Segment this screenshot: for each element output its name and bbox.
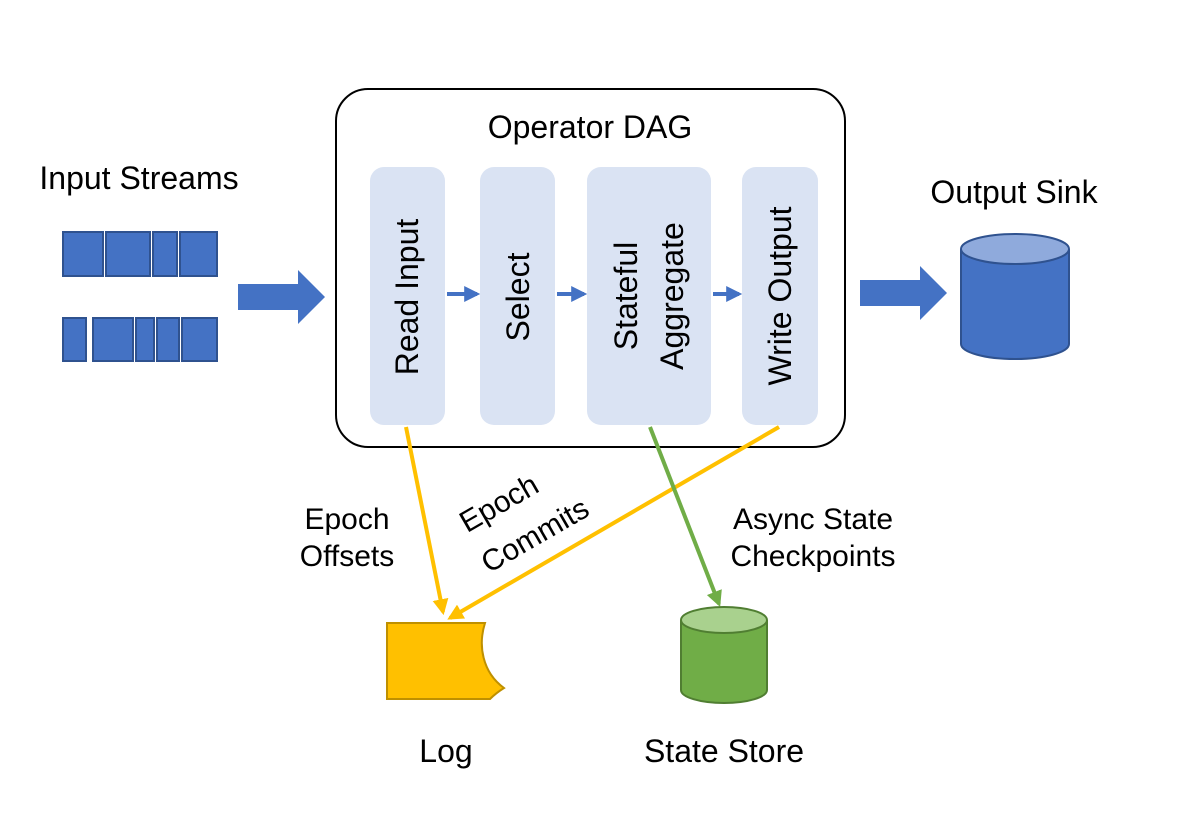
operator-stateful-aggregate: [587, 167, 711, 425]
stream-record: [62, 317, 87, 362]
output-arrow-icon: [860, 266, 947, 320]
aggregate-label: Aggregate: [654, 222, 690, 370]
read-input-label: Read Input: [389, 219, 425, 376]
input-stream-1: [62, 231, 218, 277]
stream-record: [135, 317, 155, 362]
epoch-offsets-label-line2: Offsets: [300, 540, 394, 573]
operator-dag-title: Operator DAG: [488, 109, 693, 145]
input-arrow-icon: [238, 270, 325, 324]
async-checkpoint-arrow: [648, 426, 722, 607]
input-streams-label: Input Streams: [39, 160, 238, 196]
stream-record: [179, 231, 218, 277]
state-store-cylinder-icon: [680, 606, 768, 704]
select-label: Select: [500, 252, 536, 341]
stream-record: [62, 231, 104, 277]
output-sink-cylinder-icon: [960, 233, 1070, 360]
operator-select: [480, 167, 555, 425]
stateful-label: Stateful: [608, 242, 644, 351]
async-state-label-line2: Checkpoints: [730, 540, 895, 573]
epoch-offsets-label-line1: Epoch: [304, 503, 389, 536]
epoch-offsets-arrow: [404, 426, 449, 616]
stream-record: [152, 231, 178, 277]
log-icon: [386, 622, 506, 700]
operator-write-output: [742, 167, 818, 425]
stream-record: [181, 317, 218, 362]
stream-record: [92, 317, 134, 362]
stream-record: [105, 231, 151, 277]
operator-read-input: [370, 167, 445, 425]
write-output-label: Write Output: [762, 206, 798, 385]
epoch-commits-arrow: [447, 425, 781, 620]
input-stream-2: [62, 317, 218, 362]
async-state-label-line1: Async State: [733, 503, 893, 536]
output-sink-label: Output Sink: [930, 174, 1098, 210]
log-label: Log: [419, 733, 472, 769]
stream-record: [156, 317, 180, 362]
state-store-label: State Store: [644, 733, 804, 769]
